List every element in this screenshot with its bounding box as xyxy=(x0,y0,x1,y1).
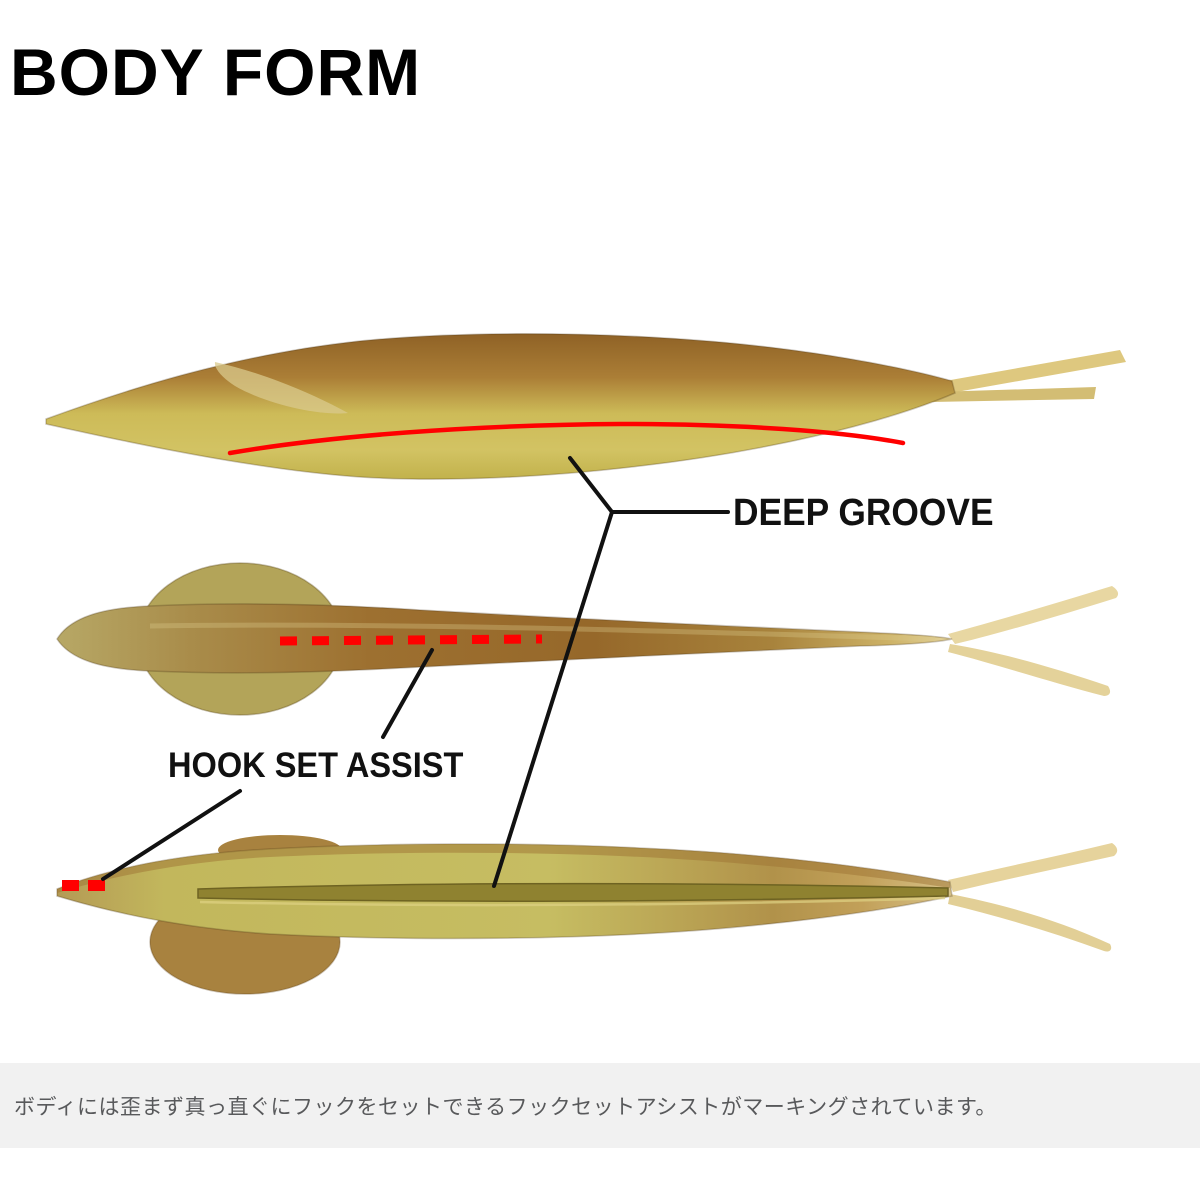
top-view-tail-upper-prong xyxy=(948,586,1119,644)
deep-groove-leader-upper xyxy=(568,456,614,514)
hook-set-assist-head-mark-1 xyxy=(62,880,79,891)
hook-set-assist-head-mark-2 xyxy=(88,880,105,891)
deep-groove-label: DEEP GROOVE xyxy=(733,492,994,534)
hook-set-leader-upper xyxy=(381,648,434,739)
deep-groove-leader-lower xyxy=(492,510,614,888)
side-body xyxy=(45,333,956,480)
bottom-view-groove-slit xyxy=(197,882,949,902)
top-view-tail-lower-prong xyxy=(948,644,1111,696)
bottom-view-top-rim xyxy=(57,843,950,893)
lure-side-view xyxy=(45,333,1126,480)
lure-top-view xyxy=(56,562,1119,716)
footer-caption-text: ボディには歪まず真っ直ぐにフックをセットできるフックセットアシストがマーキングさ… xyxy=(14,1095,997,1119)
hook-set-assist-label: HOOK SET ASSIST xyxy=(168,746,464,785)
bottom-view-tail-upper-prong xyxy=(948,843,1118,892)
bottom-view-groove-highlight xyxy=(199,896,946,907)
side-pectoral-fin xyxy=(214,362,348,414)
deep-groove-line xyxy=(227,421,906,456)
hook-set-leader-lower xyxy=(101,789,242,881)
bottom-view-tail-lower-prong xyxy=(948,894,1112,952)
hook-set-assist-marks xyxy=(279,634,543,646)
footer-caption-bar: ボディには歪まず真っ直ぐにフックをセットできるフックセットアシストがマーキングさ… xyxy=(0,1063,1200,1148)
top-view-spine-highlight xyxy=(149,622,936,642)
side-tail-lower-prong xyxy=(931,387,1096,402)
lure-bottom-view xyxy=(56,835,1118,995)
page-title: BODY FORM xyxy=(10,35,422,109)
side-tail-upper-prong xyxy=(928,350,1126,396)
annotation-lines xyxy=(101,456,730,888)
